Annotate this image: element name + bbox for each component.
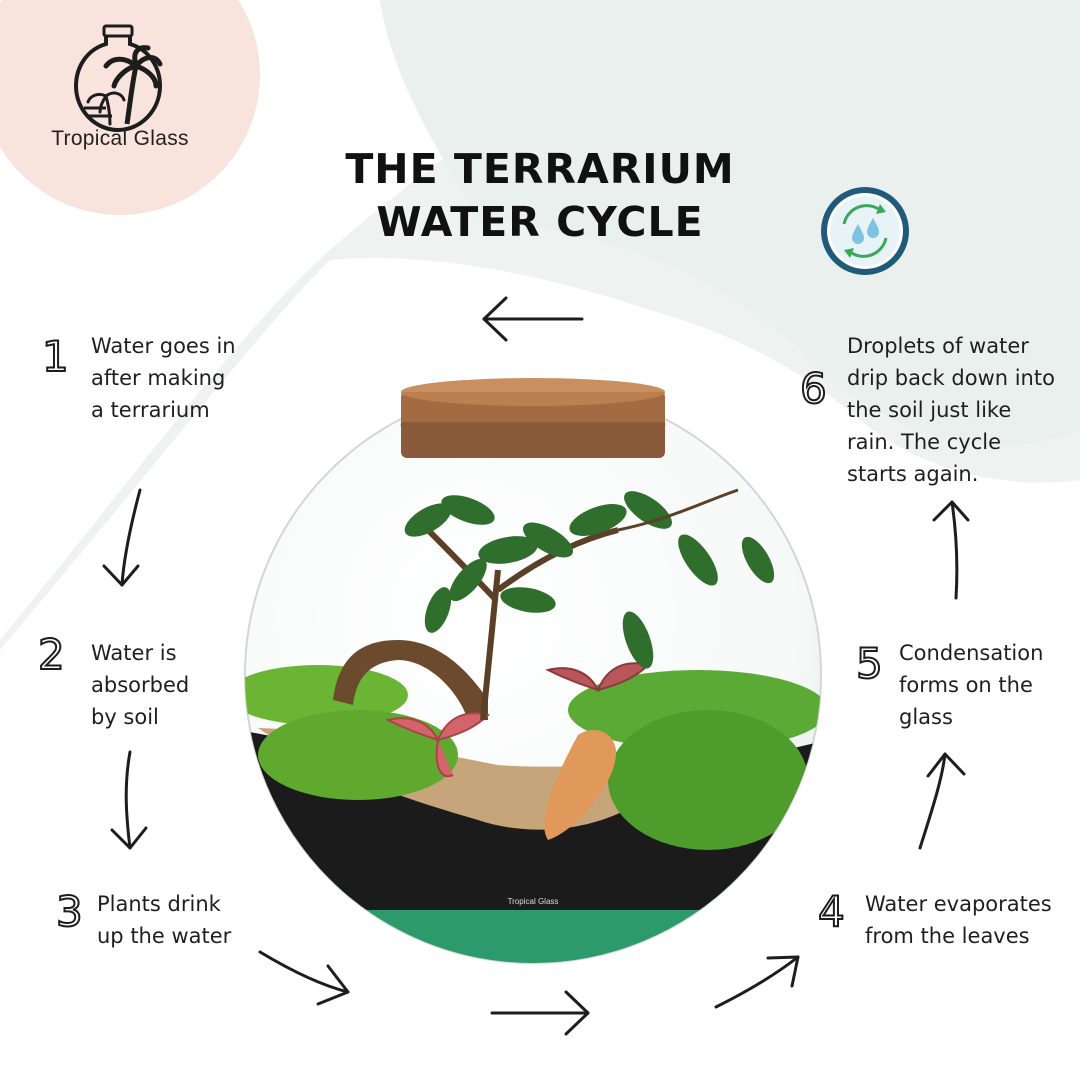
wood-branch bbox=[333, 640, 488, 720]
step-5-number: 5 bbox=[855, 639, 884, 688]
step-3-text: Plants drink up the water bbox=[97, 888, 231, 952]
terrarium-illustration bbox=[244, 378, 822, 964]
step-2-text: Water is absorbed by soil bbox=[91, 637, 189, 733]
tropical-glass-logo bbox=[73, 24, 163, 133]
red-plant-left bbox=[385, 712, 490, 778]
step-6-line-5: starts again. bbox=[847, 462, 979, 486]
step-2-line-3: by soil bbox=[91, 705, 159, 729]
background-mint-top bbox=[380, 0, 1080, 446]
step-4-text: Water evaporates from the leaves bbox=[865, 888, 1052, 952]
bonsai-foliage bbox=[404, 491, 775, 669]
step-1-line-1: Water goes in bbox=[91, 334, 236, 358]
title-line-1: THE TERRARIUM bbox=[345, 145, 735, 193]
step-2-line-2: absorbed bbox=[91, 673, 190, 697]
step-3-line-2: up the water bbox=[97, 924, 232, 948]
step-4-line-2: from the leaves bbox=[865, 924, 1030, 948]
step-1-number: 1 bbox=[41, 332, 70, 381]
step-2-line-1: Water is bbox=[91, 641, 177, 665]
step-5-line-3: glass bbox=[899, 705, 953, 729]
step-6-text: Droplets of water drip back down into th… bbox=[847, 330, 1055, 490]
step-5-line-1: Condensation bbox=[899, 641, 1044, 665]
brand-name: Tropical Glass bbox=[51, 127, 189, 150]
step-5-text: Condensation forms on the glass bbox=[899, 637, 1043, 733]
step-6-line-4: rain. The cycle bbox=[847, 430, 1002, 454]
page-title: THE TERRARIUM WATER CYCLE bbox=[240, 143, 840, 249]
water-cycle-icon bbox=[821, 187, 909, 275]
rock bbox=[544, 730, 617, 840]
step-1-line-3: a terrarium bbox=[91, 398, 210, 422]
jar-watermark: Tropical Glass bbox=[507, 897, 559, 906]
step-3-line-1: Plants drink bbox=[97, 892, 221, 916]
step-6-number: 6 bbox=[799, 364, 828, 413]
moss-left bbox=[245, 665, 408, 725]
step-6-line-2: drip back down into bbox=[847, 366, 1055, 390]
title-line-2: WATER CYCLE bbox=[376, 198, 704, 246]
step-4-line-1: Water evaporates bbox=[865, 892, 1052, 916]
step-6-line-3: the soil just like bbox=[847, 398, 1012, 422]
step-1-line-2: after making bbox=[91, 366, 226, 390]
step-3-number: 3 bbox=[55, 887, 84, 936]
step-1-text: Water goes in after making a terrarium bbox=[91, 330, 236, 426]
step-6-line-1: Droplets of water bbox=[847, 334, 1029, 358]
step-2-number: 2 bbox=[37, 630, 66, 679]
step-4-number: 4 bbox=[817, 887, 846, 936]
step-5-line-2: forms on the bbox=[899, 673, 1033, 697]
